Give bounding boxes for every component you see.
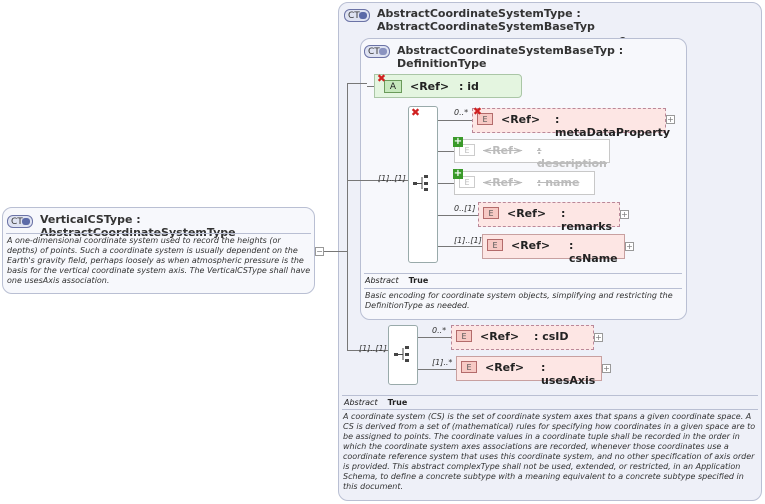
connector <box>347 83 348 351</box>
connector <box>347 350 388 351</box>
left-type-documentation: A one-dimensional coordinate system used… <box>7 236 311 285</box>
sequence-compositor[interactable] <box>388 325 418 385</box>
element-ref: <Ref> <box>485 361 525 374</box>
element-cardinality: 0..[1] <box>454 204 476 213</box>
element-ref: <Ref> <box>483 144 523 157</box>
sequence-icon <box>394 346 409 362</box>
element-icon: E <box>487 239 503 251</box>
element-cardinality: [1]..[1] <box>454 236 482 245</box>
left-type-panel: CT VerticalCSType : AbstractCoordinateSy… <box>2 207 315 294</box>
outer-type-documentation: A coordinate system (CS) is the set of c… <box>343 412 756 491</box>
collapse-toggle[interactable]: − <box>315 247 324 256</box>
complex-type-icon: CT <box>7 215 33 228</box>
element-name: : usesAxis <box>541 361 596 387</box>
restricted-icon: + <box>453 168 463 179</box>
connector <box>438 183 454 184</box>
element-cardinality: [1]..* <box>432 358 453 367</box>
sequence-cardinality: [1]..[1] <box>359 344 387 353</box>
element-name: : name <box>537 176 580 189</box>
connector <box>367 86 379 87</box>
expand-toggle[interactable]: + <box>602 364 611 373</box>
element-ref: <Ref> <box>511 239 551 252</box>
inner-type-title: AbstractCoordinateSystemBaseTyp : Defini… <box>397 44 624 83</box>
connector <box>438 246 482 247</box>
connector <box>347 180 408 181</box>
left-type-title: VerticalCSType : AbstractCoordinateSyste… <box>40 213 236 239</box>
element-name: : metaDataProperty <box>555 113 671 139</box>
complex-type-icon: CT <box>344 9 370 22</box>
divider <box>364 273 682 274</box>
divider <box>342 395 758 396</box>
element-usesaxis[interactable]: E <Ref> : usesAxis <box>456 356 602 387</box>
divider <box>364 288 682 289</box>
sequence-icon <box>413 175 428 191</box>
connector <box>438 151 454 152</box>
element-csname[interactable]: E <Ref> : csName <box>482 234 625 265</box>
element-description[interactable]: E <Ref> : description <box>454 139 610 170</box>
element-name: : description <box>537 144 607 170</box>
connector <box>324 251 348 252</box>
element-name: : csName <box>569 239 618 265</box>
element-remarks[interactable]: E <Ref> : remarks <box>478 202 620 233</box>
restricted-icon: + <box>453 136 463 147</box>
element-cardinality: 0..* <box>432 326 447 335</box>
element-icon: E <box>456 330 472 342</box>
element-ref: <Ref> <box>480 330 520 343</box>
element-icon: E <box>477 113 493 125</box>
element-icon: E <box>459 176 475 188</box>
attribute-id[interactable]: A <Ref> : id <box>374 74 522 98</box>
connector <box>418 369 456 370</box>
element-cardinality: 0..* <box>454 108 469 117</box>
element-name: : remarks <box>561 207 613 233</box>
element-name: : csID <box>534 330 569 343</box>
connector <box>438 215 478 216</box>
prohibited-icon: ✖ <box>410 106 421 119</box>
element-ref: <Ref> <box>507 207 547 220</box>
element-icon: E <box>461 361 477 373</box>
prohibited-icon: ✖ <box>376 72 387 85</box>
element-csid[interactable]: E <Ref> : csID <box>451 325 594 350</box>
connector <box>438 120 472 121</box>
attribute-name: : id <box>459 80 479 93</box>
complex-type-icon: CT <box>364 45 390 58</box>
connector <box>418 337 451 338</box>
element-metadataproperty[interactable]: E <Ref> : metaDataProperty <box>472 108 670 139</box>
attribute-icon: A <box>384 80 402 93</box>
element-name-gml[interactable]: E <Ref> : name <box>454 171 595 195</box>
expand-toggle[interactable]: + <box>620 210 629 219</box>
element-icon: E <box>483 207 499 219</box>
expand-toggle[interactable]: + <box>666 115 675 124</box>
element-ref: <Ref> <box>501 113 541 126</box>
divider <box>342 409 758 410</box>
prohibited-icon: ✖ <box>472 105 483 118</box>
attribute-ref: <Ref> <box>410 80 450 93</box>
expand-toggle[interactable]: + <box>594 333 603 342</box>
connector <box>347 83 367 84</box>
outer-type-title: AbstractCoordinateSystemType : AbstractC… <box>377 7 626 46</box>
divider <box>6 233 311 234</box>
expand-toggle[interactable]: + <box>625 242 634 251</box>
element-ref: <Ref> <box>483 176 523 189</box>
inner-type-documentation: Basic encoding for coordinate system obj… <box>365 291 673 310</box>
sequence-cardinality: [1]..[1] <box>378 174 406 183</box>
element-icon: E <box>459 144 475 156</box>
